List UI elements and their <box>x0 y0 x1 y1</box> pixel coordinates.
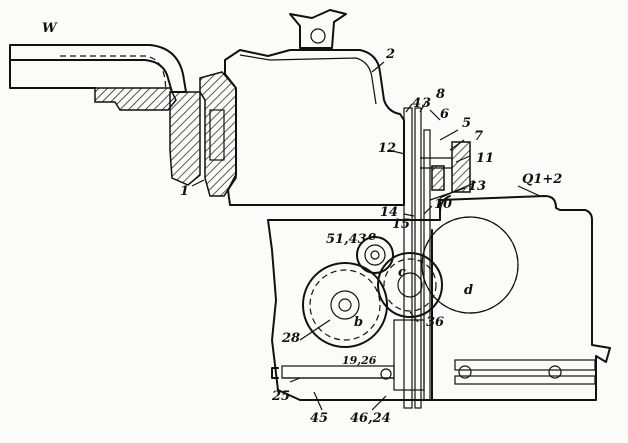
label-q: Q1+2 <box>522 172 562 187</box>
label-w: W <box>42 21 58 36</box>
label-8: 8 <box>436 87 445 102</box>
label-7: 7 <box>474 129 483 144</box>
label-3: 3 <box>422 96 431 111</box>
vertical-shafts <box>393 107 431 409</box>
label-14: 14 <box>380 205 398 220</box>
label-11: 11 <box>476 151 494 166</box>
gear-d-outline <box>421 216 519 314</box>
gear-e <box>356 236 394 274</box>
rod-45 <box>271 365 395 380</box>
label-5: 5 <box>462 116 471 131</box>
label-15: 15 <box>392 217 410 232</box>
label-13: 13 <box>468 179 486 194</box>
label-4: 4 <box>412 96 421 111</box>
label-46-24: 46,24 <box>350 411 391 426</box>
lower-casing <box>267 195 611 401</box>
label-28: 28 <box>281 331 300 346</box>
label-c: c <box>398 265 406 280</box>
label-2: 2 <box>385 47 395 62</box>
duct-w <box>9 44 187 111</box>
label-1: 1 <box>180 184 189 199</box>
label-e: e <box>368 229 376 244</box>
flange-part-1 <box>169 71 237 197</box>
leader-lines <box>191 61 541 411</box>
label-19-26: 19,26 <box>342 354 377 367</box>
label-25: 25 <box>271 389 290 404</box>
label-10: 10 <box>434 197 452 212</box>
label-d: d <box>464 283 473 298</box>
casing-q-edge <box>439 195 451 213</box>
gear-28 <box>302 262 388 348</box>
label-6: 6 <box>440 107 449 122</box>
label-36: 36 <box>426 315 444 330</box>
gear-11 <box>420 141 471 193</box>
label-45: 45 <box>310 411 328 426</box>
upper-housing-2 <box>224 9 405 206</box>
gear-c <box>377 252 443 318</box>
label-12: 12 <box>378 141 396 156</box>
label-51-43: 51,43 <box>326 232 367 247</box>
label-b: b <box>354 315 363 330</box>
